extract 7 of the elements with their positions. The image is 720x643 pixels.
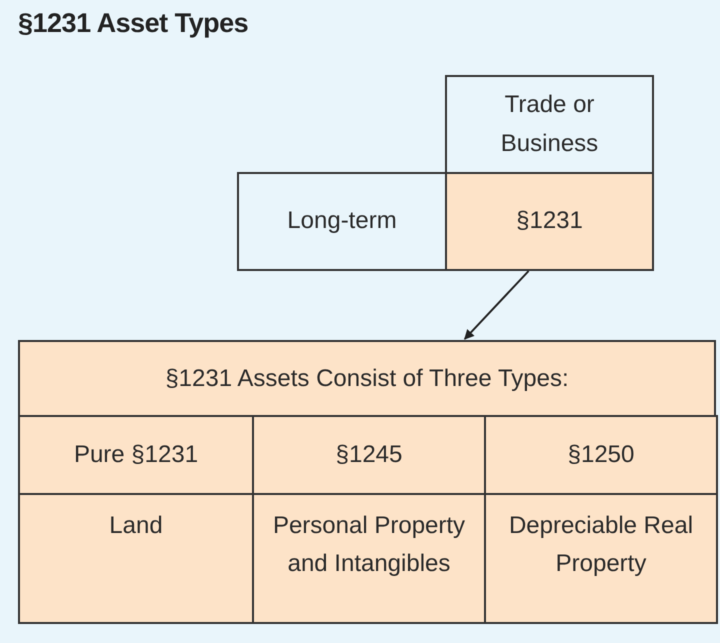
asset-table: [18, 340, 716, 622]
title: §1231 Asset Types: [18, 8, 248, 39]
table-heading: §1231 Assets Consist of Three Types:: [164, 364, 570, 394]
arrow: [464, 270, 530, 340]
highlight-box: §1231: [445, 172, 654, 271]
table-cell: §1250: [484, 415, 718, 495]
table-cell: Depreciable Real Property: [484, 493, 718, 624]
